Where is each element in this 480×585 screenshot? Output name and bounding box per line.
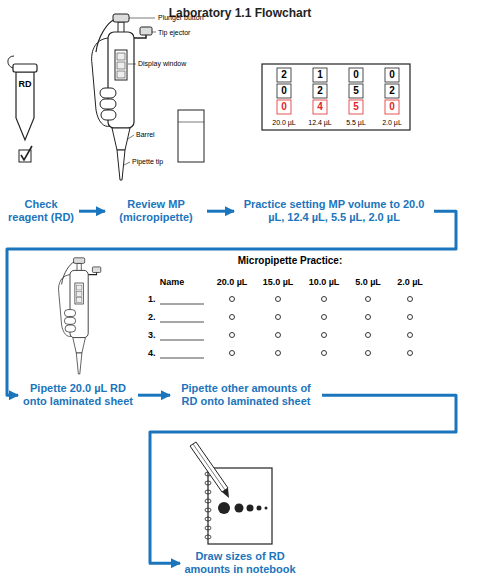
step-text: Pipette 20.0 µL RD onto laminated sheet <box>21 382 135 408</box>
display-digit: 0 <box>389 102 395 112</box>
table-header: 10.0 µL <box>309 278 340 287</box>
practice-dot <box>408 351 413 356</box>
display-digit: 4 <box>317 102 323 112</box>
practice-dot <box>230 351 235 356</box>
spiral-ring <box>205 535 211 539</box>
chart-title: Laboratory 1.1 Flowchart <box>0 6 480 20</box>
practice-dot <box>322 297 327 302</box>
step-text: Review MP (micropipette) <box>108 198 204 224</box>
practice-dot <box>408 315 413 320</box>
step-caption: Draw sizes of RD amounts in notebook <box>180 548 300 578</box>
practice-dot <box>276 333 281 338</box>
practice-dot <box>322 333 327 338</box>
step-text: Check reagent (RD) <box>6 198 76 224</box>
practice-dot <box>366 297 371 302</box>
display-digit: 0 <box>281 86 287 96</box>
spiral-ring <box>205 508 211 512</box>
row-number: 3. <box>148 331 156 340</box>
spiral-ring <box>205 517 211 521</box>
table-header: 2.0 µL <box>397 278 423 287</box>
spiral-ring <box>205 490 211 494</box>
table-header: 5.0 µL <box>355 278 381 287</box>
practice-dot <box>408 297 413 302</box>
step-caption: Pipette 20.0 µL RD onto laminated sheet <box>18 380 138 410</box>
practice-dot <box>230 315 235 320</box>
display-digit: 1 <box>317 70 323 80</box>
practice-dot <box>276 315 281 320</box>
step-caption: Pipette other amounts of RD onto laminat… <box>170 380 322 410</box>
step-text: Draw sizes of RD amounts in notebook <box>183 550 297 576</box>
flow-arrow <box>138 394 170 397</box>
step-caption: Practice setting MP volume to 20.0 µL, 1… <box>234 196 434 226</box>
display-digit: 5 <box>353 86 359 96</box>
flow-arrow <box>79 210 105 213</box>
part-name: Plunger button <box>158 14 204 21</box>
table-header: 15.0 µL <box>263 278 294 287</box>
table-header: Name <box>160 278 185 287</box>
practice-dot <box>366 351 371 356</box>
practice-dot <box>276 351 281 356</box>
display-digit: 0 <box>281 102 287 112</box>
table-header: 20.0 µL <box>217 278 248 287</box>
step-caption: Review MP (micropipette) <box>105 196 207 226</box>
table-title: Micropipette Practice: <box>238 256 342 266</box>
practice-dot <box>230 297 235 302</box>
row-number: 4. <box>148 349 156 358</box>
flow-arrow <box>7 211 456 395</box>
tube-label: RD <box>19 80 32 89</box>
practice-dot <box>366 333 371 338</box>
part-name: Display window <box>138 60 186 67</box>
spiral-ring <box>205 526 211 530</box>
display-digit: 2 <box>281 70 287 80</box>
volume-label: 12.4 µL <box>308 119 332 126</box>
volume-label: 5.5 µL <box>346 119 366 126</box>
display-digit: 2 <box>389 86 395 96</box>
flow-arrow <box>150 395 456 563</box>
flow-arrow <box>207 210 234 213</box>
spiral-ring <box>205 481 211 485</box>
spiral-ring <box>205 499 211 503</box>
display-digit: 5 <box>353 102 359 112</box>
practice-dot <box>322 351 327 356</box>
practice-dot <box>408 333 413 338</box>
row-number: 1. <box>148 295 156 304</box>
display-digit: 2 <box>317 86 323 96</box>
step-text: Pipette other amounts of RD onto laminat… <box>173 382 319 408</box>
volume-label: 2.0 µL <box>382 119 402 126</box>
volume-label: 20.0 µL <box>272 119 296 126</box>
display-digit: 0 <box>353 70 359 80</box>
practice-dot <box>366 315 371 320</box>
step-caption: Check reagent (RD) <box>3 196 79 226</box>
row-number: 2. <box>148 313 156 322</box>
part-name: Tip ejector <box>158 29 190 36</box>
step-text: Practice setting MP volume to 20.0 µL, 1… <box>237 198 431 224</box>
practice-dot <box>322 315 327 320</box>
part-name: Pipette tip <box>132 158 163 165</box>
practice-dot <box>230 333 235 338</box>
part-name: Barrel <box>136 131 155 138</box>
display-digit: 0 <box>389 70 395 80</box>
practice-dot <box>276 297 281 302</box>
